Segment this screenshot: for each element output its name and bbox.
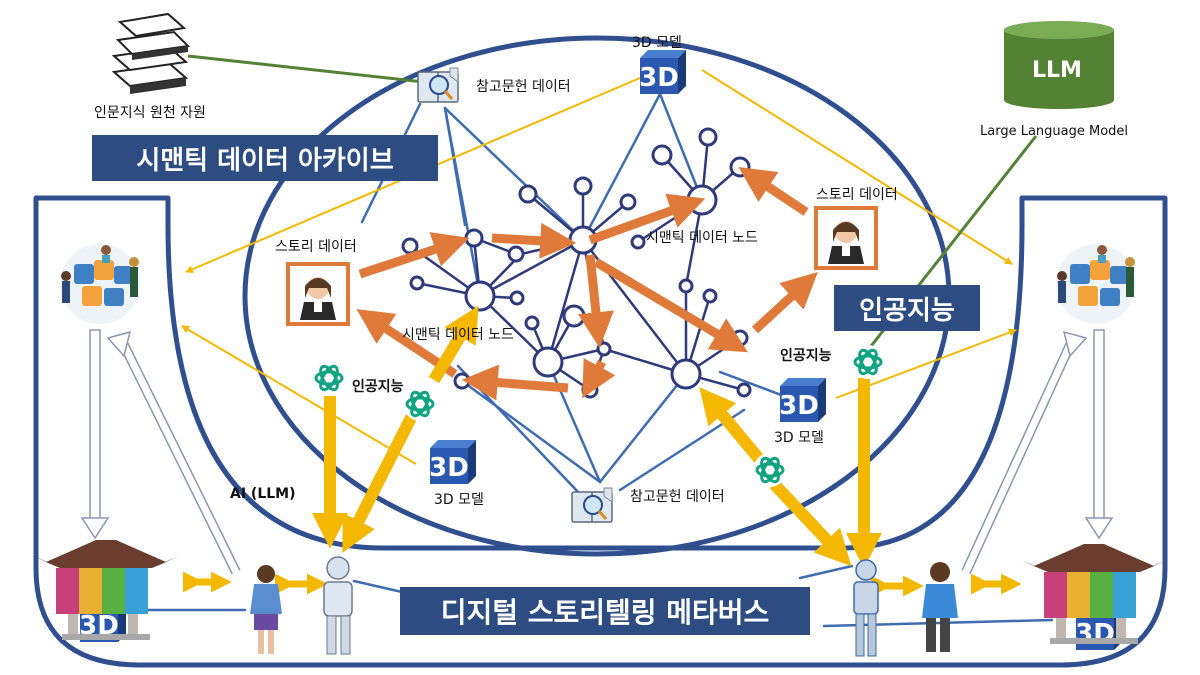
ai-label-left: 인공지능	[352, 379, 404, 395]
ai-logo-icon	[751, 451, 789, 489]
node	[596, 341, 612, 357]
humanoid-robot-icon	[853, 559, 879, 657]
node	[619, 193, 637, 211]
3d-model-label-right: 3D 모델	[774, 430, 824, 446]
woman-figure-icon	[250, 565, 282, 654]
node	[686, 184, 718, 216]
puzzle-team-icon-right	[1056, 244, 1136, 324]
story-photo-left	[286, 262, 350, 326]
node	[532, 346, 564, 378]
arrowhead-left	[106, 330, 132, 358]
ai-label-right: 인공지능	[780, 348, 832, 364]
story-photo-right	[814, 206, 878, 270]
ai-llm-label: AI (LLM)	[230, 486, 296, 502]
archive-title: 시맨틱 데이터 아카이브	[92, 135, 438, 181]
llm-caption: Large Language Model	[980, 124, 1129, 139]
3d-model-icon-bottom	[429, 440, 476, 484]
diagonal-hollow-arrows-inner	[120, 343, 1074, 574]
reference-label-top: 참고문헌 데이터	[476, 79, 571, 95]
3d-model-icon-top	[639, 50, 686, 94]
node	[453, 372, 471, 390]
robot-figure-icon	[323, 556, 353, 655]
node	[518, 184, 538, 204]
3d-model-label-top: 3D 모델	[632, 35, 682, 51]
node	[524, 315, 540, 331]
hollow-arrows	[80, 329, 1114, 540]
arrowhead-right	[1062, 330, 1088, 358]
story-label-left: 스토리 데이터	[275, 239, 357, 255]
node	[409, 275, 425, 291]
ai-logo-icon	[401, 385, 439, 423]
node	[509, 290, 525, 306]
interaction-arrows	[182, 571, 1022, 597]
3d-model-icon-right	[779, 378, 826, 422]
man-figure-icon	[922, 562, 958, 652]
3d-model-label-bottom: 3D 모델	[434, 492, 484, 508]
source-label: 인문지식 원천 자원	[94, 105, 206, 121]
story-label-right: 스토리 데이터	[816, 187, 898, 203]
ai-generation-arrows	[312, 305, 882, 569]
node	[651, 144, 673, 166]
reference-book-icon-bottom	[570, 486, 614, 524]
node	[401, 237, 419, 255]
node	[698, 127, 718, 147]
node	[678, 278, 694, 294]
node	[630, 234, 646, 250]
books-icon	[111, 12, 191, 94]
reference-book-icon-top	[416, 66, 460, 104]
llm-cylinder-icon	[1004, 21, 1114, 109]
node	[464, 280, 496, 312]
source-link	[187, 54, 425, 84]
node	[731, 329, 749, 347]
node	[736, 382, 752, 398]
node	[507, 245, 525, 263]
node	[702, 288, 718, 304]
node	[670, 358, 702, 390]
metaverse-frame	[33, 195, 1168, 668]
llm-label: LLM	[1032, 58, 1082, 83]
network-edges	[408, 135, 746, 392]
node	[573, 176, 593, 196]
node	[562, 304, 586, 328]
ai-logo-icon	[849, 343, 887, 381]
node	[581, 381, 599, 399]
node	[464, 228, 484, 248]
node	[729, 156, 751, 178]
semantic-node-label-left: 시맨틱 데이터 노드	[402, 327, 514, 343]
puzzle-team-icon-left	[60, 244, 140, 324]
reference-label-bottom: 참고문헌 데이터	[630, 489, 725, 505]
metaverse-title: 디지털 스토리텔링 메타버스	[400, 587, 810, 635]
semantic-node-label-right: 시맨틱 데이터 노드	[646, 230, 758, 246]
ai-logo-icon	[310, 359, 348, 397]
ai-title: 인공지능	[834, 285, 980, 331]
